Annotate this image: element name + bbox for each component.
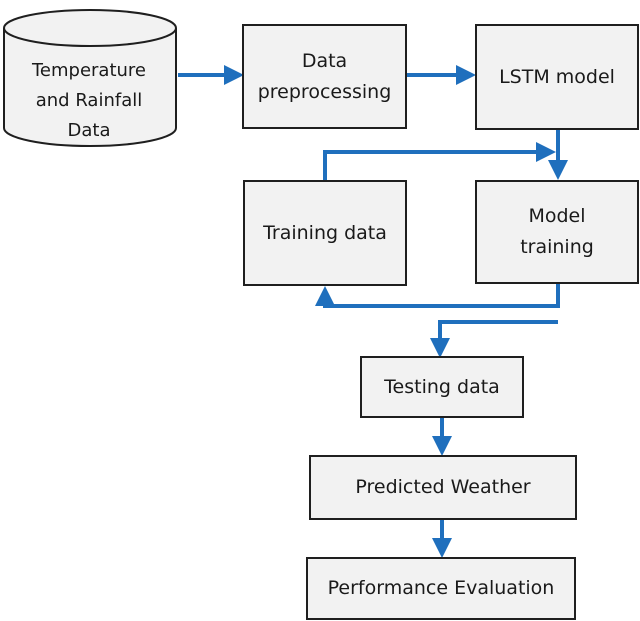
training-data-label: Training data xyxy=(263,221,387,244)
model-training-line-1: Model xyxy=(528,205,586,227)
testing-data-label: Testing data xyxy=(384,375,500,398)
database-label: Temperature and Rainfall Data xyxy=(6,56,172,146)
data-preprocessing-line-1: Data xyxy=(301,49,348,72)
training-data-box: Training data xyxy=(243,180,407,286)
arrow-training-data-to-model-training xyxy=(323,142,556,180)
lstm-model-box: LSTM model xyxy=(475,24,639,130)
performance-evaluation-label: Performance Evaluation xyxy=(327,577,555,599)
performance-evaluation-box: Performance Evaluation xyxy=(306,557,576,620)
testing-data-box: Testing data xyxy=(360,356,524,418)
predicted-weather-box: Predicted Weather xyxy=(309,455,577,520)
database-cylinder xyxy=(3,9,177,147)
lstm-model-label: LSTM model xyxy=(499,65,615,88)
arrow-model-training-to-training-data xyxy=(315,284,560,308)
predicted-weather-label: Predicted Weather xyxy=(355,476,531,498)
model-training-line-2: training xyxy=(520,236,594,258)
data-preprocessing-line-2: preprocessing xyxy=(257,80,392,103)
database-label-line-1: Temperature xyxy=(31,60,147,81)
arrow-model-training-to-testing-data xyxy=(430,320,558,358)
data-preprocessing-box: Data preprocessing xyxy=(242,24,407,129)
database-label-line-2: and Rainfall xyxy=(35,90,143,111)
model-training-box: Model training xyxy=(475,180,639,284)
database-label-line-3: Data xyxy=(67,120,111,141)
